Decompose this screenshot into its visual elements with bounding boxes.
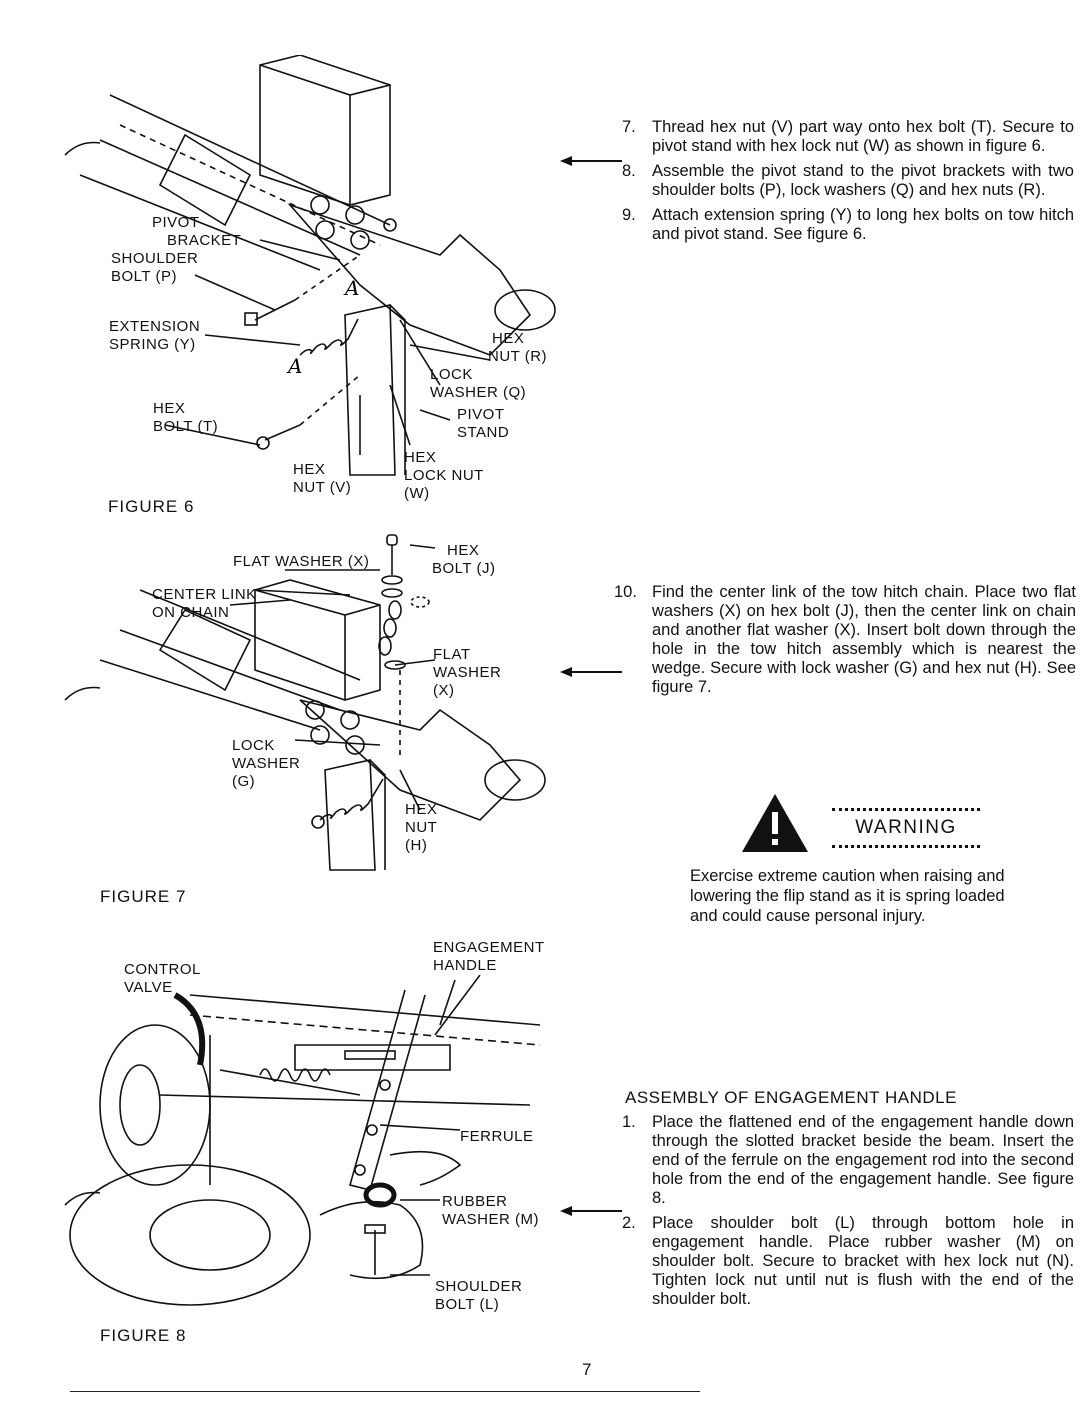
- callout-a-lower: A: [286, 354, 302, 378]
- arrow-left-icon: [560, 1206, 622, 1216]
- label-hex-lock-nut-1: HEX: [404, 449, 437, 466]
- label-flat-washer-1: FLAT: [433, 646, 471, 663]
- step-item: 1. Place the flattened end of the engagem…: [622, 1113, 1074, 1208]
- warning-triangle-icon: [742, 794, 808, 852]
- label-ferrule: FERRULE: [460, 1128, 534, 1145]
- arrow-left-icon: [560, 156, 622, 166]
- label-control-valve-2: VALVE: [124, 979, 173, 996]
- label-extension-spring-1: EXTENSION: [109, 318, 201, 335]
- label-hex-nut-v-1: HEX: [293, 461, 326, 478]
- step-text: Find the center link of the tow hitch ch…: [652, 583, 1076, 696]
- step-text: Place shoulder bolt (L) through bottom h…: [652, 1214, 1074, 1308]
- figure-6-illustration: A A: [64, 55, 556, 476]
- label-pivot-bracket-1: PIVOT: [152, 214, 200, 231]
- step-text: Thread hex nut (V) part way onto hex bol…: [652, 118, 1074, 155]
- step-item: 9. Attach extension spring (Y) to long he…: [622, 206, 1074, 244]
- step-text: Attach extension spring (Y) to long hex …: [652, 206, 1074, 243]
- label-hex-bolt-t-1: HEX: [153, 400, 186, 417]
- label-shoulder-bolt-l-2: BOLT (L): [435, 1296, 500, 1313]
- label-hex-bolt-j-2: BOLT (J): [432, 560, 496, 577]
- step-item: 7. Thread hex nut (V) part way onto hex b…: [622, 118, 1074, 156]
- figure-7-illustration: [64, 534, 546, 871]
- label-hex-nut-r-1: HEX: [492, 330, 525, 347]
- steps-engagement: 1. Place the flattened end of the engagem…: [622, 1113, 1074, 1315]
- label-pivot-stand-2: STAND: [457, 424, 510, 441]
- step-number: 1.: [622, 1113, 636, 1131]
- label-engagement-2: HANDLE: [433, 957, 497, 974]
- step-number: 10.: [614, 583, 637, 601]
- label-hex-bolt-t-2: BOLT (T): [153, 418, 219, 435]
- step-item: 8. Assemble the pivot stand to the pivot …: [622, 162, 1074, 200]
- label-hex-lock-nut-2: LOCK NUT: [404, 467, 484, 484]
- label-center-link-1: CENTER LINK: [152, 586, 257, 603]
- warning-badge-text: WARNING: [855, 817, 957, 838]
- assembly-heading: ASSEMBLY OF ENGAGEMENT HANDLE: [625, 1088, 957, 1107]
- label-engagement-1: ENGAGEMENT: [433, 939, 545, 956]
- figure-6-title: FIGURE 6: [108, 497, 195, 516]
- footer-rule: [70, 1391, 700, 1392]
- label-shoulder-bolt-l-1: SHOULDER: [435, 1278, 523, 1295]
- step-text: Place the flattened end of the engagemen…: [652, 1113, 1074, 1207]
- label-lock-washer-1: LOCK: [430, 366, 473, 383]
- warning-badge: WARNING: [832, 808, 980, 848]
- step-number: 9.: [622, 206, 636, 224]
- arrow-left-icon: [560, 667, 622, 677]
- label-hex-nut-v-2: NUT (V): [293, 479, 352, 496]
- label-pivot-stand-1: PIVOT: [457, 406, 505, 423]
- label-flat-washer-3: (X): [433, 682, 455, 699]
- warning-text: Exercise extreme caution when raising an…: [690, 867, 1005, 925]
- label-lock-washer-g-3: (G): [232, 773, 256, 790]
- label-lock-washer-g-1: LOCK: [232, 737, 275, 754]
- label-hex-nut-r-2: NUT (R): [488, 348, 548, 365]
- step-item: 10. Find the center link of the tow hitch…: [614, 583, 1076, 697]
- page-number: 7: [582, 1360, 592, 1379]
- step-text: Assemble the pivot stand to the pivot br…: [652, 162, 1074, 199]
- step-number: 8.: [622, 162, 636, 180]
- callout-a-upper: A: [343, 276, 359, 300]
- label-shoulder-bolt-1: SHOULDER: [111, 250, 199, 267]
- label-flat-washer-2: WASHER: [433, 664, 502, 681]
- label-hex-bolt-j-1: HEX: [447, 542, 480, 559]
- label-lock-washer-g-2: WASHER: [232, 755, 301, 772]
- label-hex-nut-h-3: (H): [405, 837, 428, 854]
- label-control-valve-1: CONTROL: [124, 961, 201, 978]
- label-shoulder-bolt-2: BOLT (P): [111, 268, 177, 285]
- label-pivot-bracket-2: BRACKET: [167, 232, 242, 249]
- figure-7-title: FIGURE 7: [100, 887, 187, 906]
- figure-8-title: FIGURE 8: [100, 1326, 187, 1345]
- label-hex-lock-nut-3: (W): [404, 485, 430, 502]
- step-number: 2.: [622, 1214, 636, 1232]
- steps-7-9: 7. Thread hex nut (V) part way onto hex b…: [622, 118, 1074, 250]
- step-item: 2. Place shoulder bolt (L) through bottom…: [622, 1214, 1074, 1309]
- figure-8-illustration: [64, 975, 541, 1306]
- label-extension-spring-2: SPRING (Y): [109, 336, 196, 353]
- label-rubber-2: WASHER (M): [442, 1211, 539, 1228]
- label-flat-washer-top: FLAT WASHER (X): [233, 553, 370, 570]
- step-10: 10. Find the center link of the tow hitch…: [614, 583, 1076, 703]
- step-number: 7.: [622, 118, 636, 136]
- label-center-link-2: ON CHAIN: [152, 604, 230, 621]
- label-hex-nut-h-2: NUT: [405, 819, 438, 836]
- label-lock-washer-2: WASHER (Q): [430, 384, 527, 401]
- label-hex-nut-h-1: HEX: [405, 801, 438, 818]
- label-rubber-1: RUBBER: [442, 1193, 508, 1210]
